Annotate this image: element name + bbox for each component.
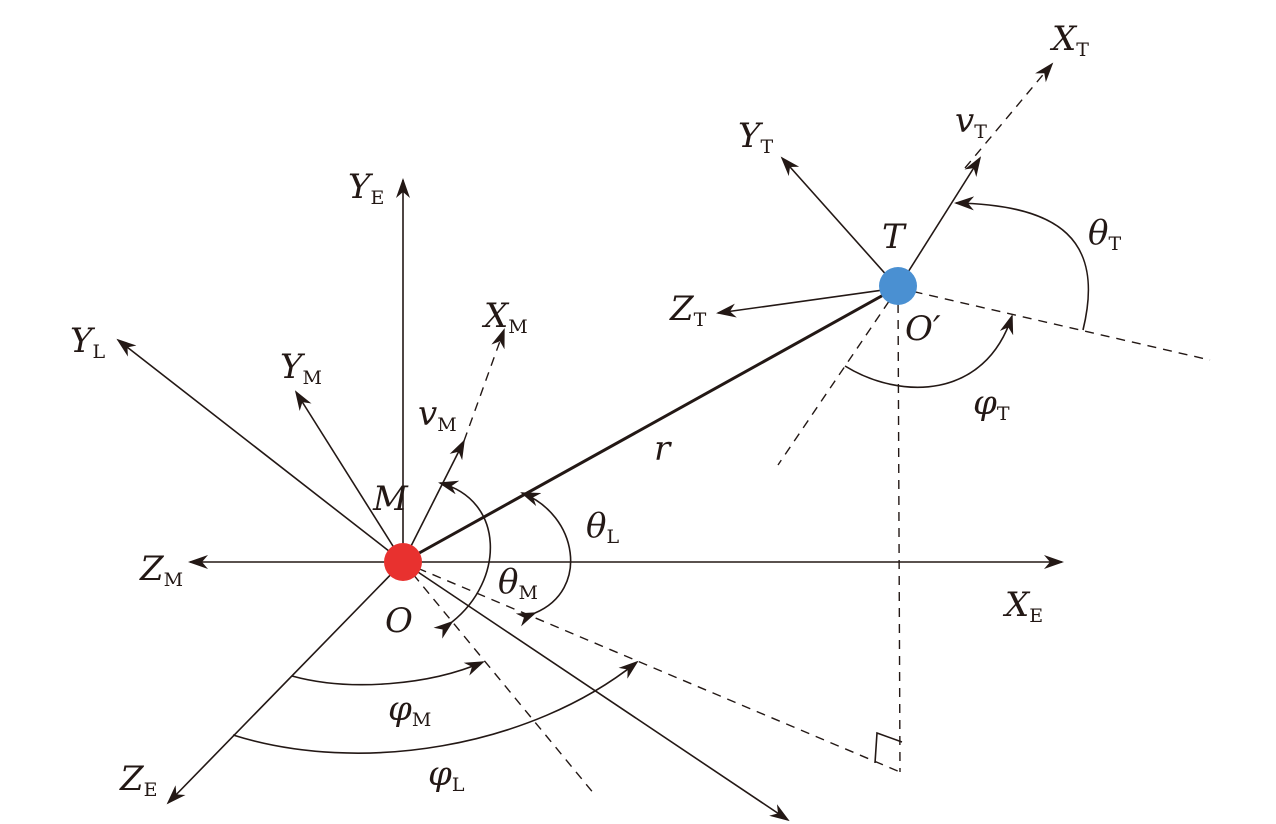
label-m: M (372, 479, 409, 519)
label-phi-m: φM (388, 689, 431, 731)
vertical-dashed-from-t (897, 287, 901, 773)
missile-point-o (384, 543, 422, 581)
label-t: T (882, 217, 907, 257)
label-vt: vT (955, 101, 987, 143)
velocity-vt-arrow (897, 156, 982, 289)
projection-dashed-los (402, 561, 901, 773)
arc-phi-l (232, 660, 639, 754)
label-ze: ZE (119, 759, 158, 801)
label-ym: YM (280, 347, 322, 389)
label-vm: vM (418, 394, 457, 436)
label-xt: XT (1049, 19, 1089, 61)
arc-phi-m (291, 661, 485, 686)
label-theta-m: θM (498, 562, 538, 604)
label-yt: YT (738, 116, 773, 158)
axis-zt (716, 287, 899, 318)
arc-theta-t (954, 196, 1090, 331)
axis-yt (780, 156, 899, 289)
dashed-through-t-down (777, 287, 899, 466)
axis-xt-dashed (964, 62, 1054, 169)
axis-xm-dashed (463, 328, 505, 442)
label-zt: ZT (669, 289, 707, 331)
label-theta-t: θT (1088, 213, 1121, 255)
axis-yl (116, 338, 404, 563)
dashed-through-t-right (897, 287, 1211, 361)
velocity-vm-arrow (402, 439, 465, 563)
label-yl: YL (70, 321, 105, 363)
axis-ze (166, 561, 404, 805)
label-o: O (385, 601, 413, 641)
label-theta-l: θL (586, 506, 619, 548)
target-point-t (879, 267, 917, 305)
arc-phi-t (844, 314, 1014, 389)
label-phi-l: φL (428, 754, 465, 796)
axis-ym (294, 390, 404, 563)
label-ye: YE (348, 167, 384, 209)
label-phi-t: φT (973, 383, 1010, 425)
label-xm: XM (481, 296, 528, 338)
label-r: r (654, 429, 672, 469)
label-xe: XE (1002, 585, 1043, 627)
label-o-prime: O′ (905, 309, 941, 349)
arc-theta-l (515, 492, 572, 627)
line-of-sight-r (402, 286, 897, 564)
label-zm: ZM (139, 549, 183, 591)
right-angle-mark (874, 731, 903, 764)
arc-theta-m (433, 480, 492, 639)
